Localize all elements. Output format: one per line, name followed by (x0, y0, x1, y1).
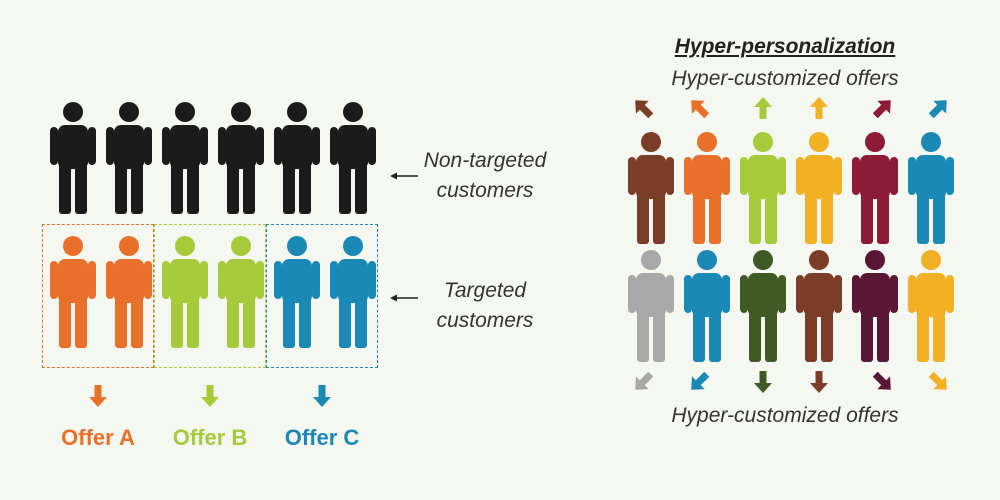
targeted-person-icon (106, 236, 152, 348)
offer-label: Offer B (172, 425, 248, 450)
customer-person-icon (628, 132, 674, 244)
customer-person-icon (740, 132, 786, 244)
offer-label: Offer C (284, 425, 360, 450)
non-targeted-person-icon (162, 102, 208, 214)
non-targeted-customers-label: Non-targeted customers (410, 146, 560, 206)
hyper-personalization-title: Hyper-personalization (674, 35, 896, 58)
custom-offer-arrow-icon (872, 371, 891, 390)
customer-person-icon (852, 250, 898, 362)
targeted-person-icon (162, 236, 208, 348)
custom-offer-arrow-icon (810, 371, 828, 393)
non-targeted-pointer-arrow-icon (390, 172, 418, 180)
non-targeted-person-icon (106, 102, 152, 214)
custom-offer-arrow-icon (754, 97, 772, 119)
targeted-person-icon (330, 236, 376, 348)
custom-offer-arrow-icon (691, 371, 710, 390)
custom-offer-arrow-icon (810, 97, 828, 119)
top-offers-label: Hyper-customized offers (671, 67, 899, 90)
customer-person-icon (684, 132, 730, 244)
customer-person-icon (628, 250, 674, 362)
customer-person-icon (908, 250, 954, 362)
offer-label: Offer A (61, 425, 135, 450)
custom-offer-arrow-icon (635, 100, 654, 119)
custom-offer-arrow-icon (691, 100, 710, 119)
customer-person-icon (740, 250, 786, 362)
targeted-customers-label: Targeted customers (410, 276, 560, 336)
custom-offer-arrow-icon (928, 371, 947, 390)
targeted-line-1: Targeted (443, 279, 527, 302)
customer-person-icon (796, 132, 842, 244)
bottom-offers-label: Hyper-customized offers (671, 404, 899, 427)
offer-down-arrow-icon (201, 385, 219, 407)
custom-offer-arrow-icon (928, 100, 947, 119)
non-targeted-person-icon (218, 102, 264, 214)
custom-offer-arrow-icon (635, 371, 654, 390)
segment-group-box (266, 224, 378, 368)
non-targeted-person-icon (50, 102, 96, 214)
customer-person-icon (684, 250, 730, 362)
segment-group-box (154, 224, 266, 368)
targeted-person-icon (274, 236, 320, 348)
offer-down-arrow-icon (313, 385, 331, 407)
targeted-pointer-arrow-icon (390, 294, 418, 302)
non-targeted-person-icon (330, 102, 376, 214)
offer-down-arrow-icon (89, 385, 107, 407)
targeted-person-icon (218, 236, 264, 348)
customer-person-icon (852, 132, 898, 244)
segment-group-box (42, 224, 154, 368)
targeted-person-icon (50, 236, 96, 348)
custom-offer-arrow-icon (872, 100, 891, 119)
custom-offer-arrow-icon (754, 371, 772, 393)
non-targeted-person-icon (274, 102, 320, 214)
customer-person-icon (796, 250, 842, 362)
targeted-line-2: customers (436, 309, 534, 332)
non-targeted-line-2: customers (436, 179, 534, 202)
customer-person-icon (908, 132, 954, 244)
non-targeted-line-1: Non-targeted (423, 149, 547, 172)
